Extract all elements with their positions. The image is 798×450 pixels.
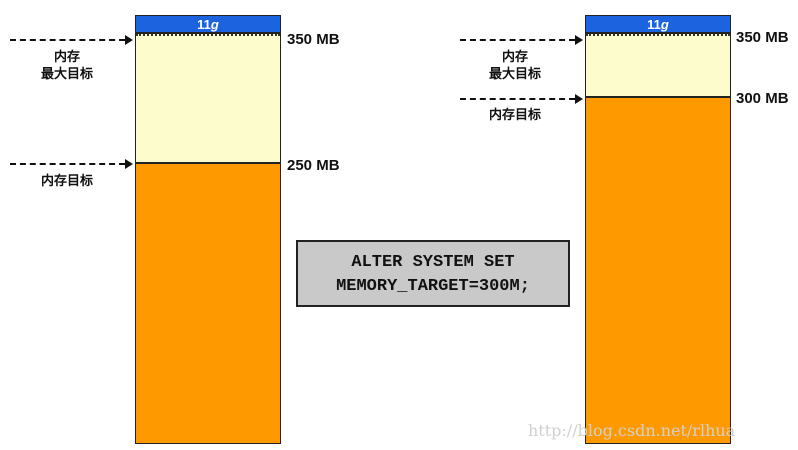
left-version-header: 11g [135, 15, 281, 33]
right-max-label: 内存 最大目标 [470, 48, 560, 82]
right-target-value: 300 MB [736, 90, 789, 107]
left-memory-stack [135, 33, 281, 444]
version-letter: g [660, 17, 669, 32]
left-memory-column: 11g [135, 15, 281, 444]
left-max-value: 350 MB [287, 31, 340, 48]
right-version-header: 11g [585, 15, 731, 33]
left-target-block [136, 162, 280, 443]
right-max-label-line2: 最大目标 [488, 66, 541, 81]
right-memory-stack [585, 33, 731, 444]
right-memory-column: 11g [585, 15, 731, 444]
right-target-block [586, 96, 730, 443]
left-max-label-line2: 最大目标 [40, 66, 93, 81]
watermark: http://blog.csdn.net/rlhua [528, 421, 736, 440]
version-number: 11 [197, 17, 211, 32]
right-max-headroom-block [586, 34, 730, 98]
right-max-label-line1: 内存 [501, 49, 528, 64]
left-max-label: 内存 最大目标 [22, 48, 112, 82]
version-letter: g [210, 17, 219, 32]
version-number: 11 [647, 17, 661, 32]
left-max-headroom-block [136, 34, 280, 164]
right-target-label: 内存目标 [488, 107, 541, 122]
sql-command-box: ALTER SYSTEM SET MEMORY_TARGET=300M; [296, 240, 570, 307]
left-target-arrow [10, 159, 133, 169]
left-max-arrow [10, 35, 133, 45]
sql-command-line2: MEMORY_TARGET=300M; [336, 277, 530, 296]
right-max-arrow [460, 35, 583, 45]
left-target-label: 内存目标 [40, 173, 93, 188]
left-target-value: 250 MB [287, 157, 340, 174]
right-max-value: 350 MB [736, 29, 789, 46]
sql-command-line1: ALTER SYSTEM SET [351, 253, 515, 272]
right-target-arrow [460, 94, 583, 104]
left-max-label-line1: 内存 [53, 49, 80, 64]
